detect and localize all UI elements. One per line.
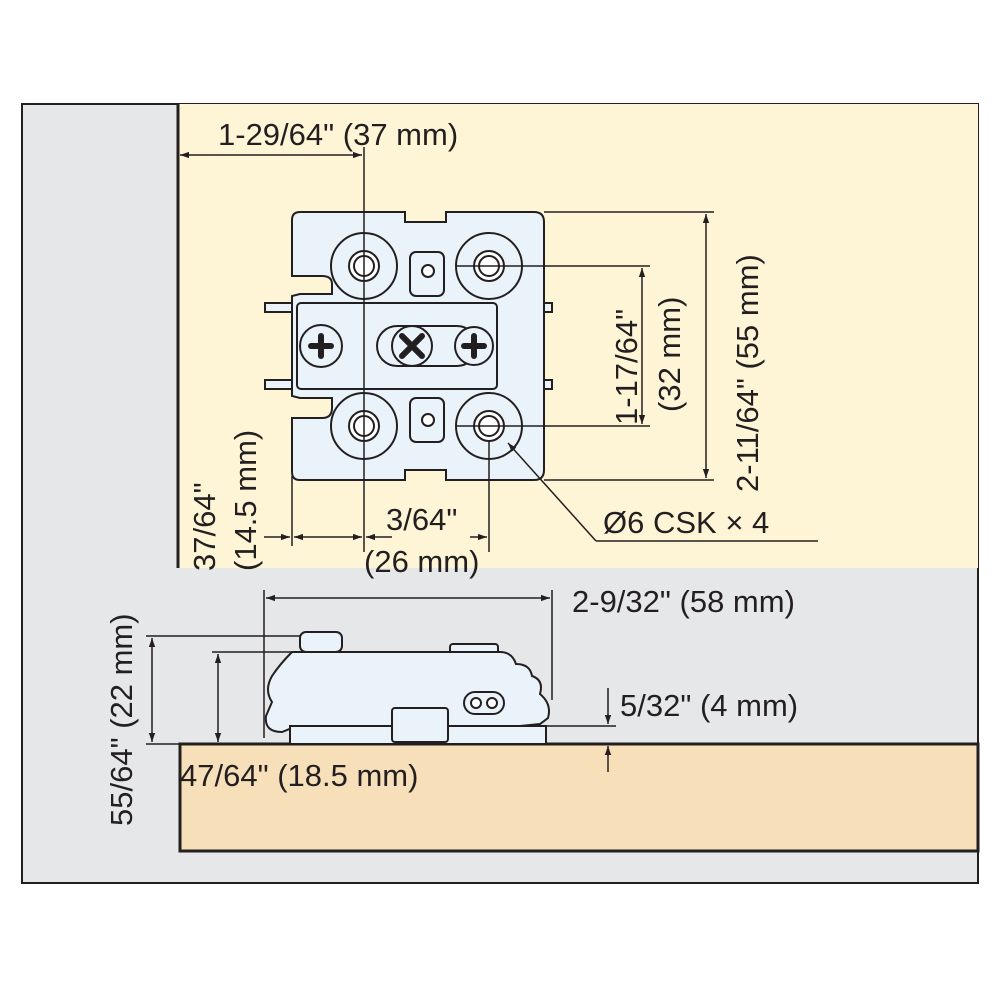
recess-label: 5/32" (4 mm): [620, 688, 798, 723]
hole-spacing-vertical-mm-label: (32 mm): [652, 297, 687, 412]
hole-spec-label: Ø6 CSK × 4: [603, 505, 769, 540]
body-length-label: 2-9/32" (58 mm): [572, 584, 795, 619]
top-width-label: 1-29/64" (37 mm): [218, 117, 458, 152]
right-height-label: 2-11/64" (55 mm): [730, 254, 765, 492]
door-wood-panel: [178, 742, 980, 853]
left-offset-inch-label: 37/64": [187, 482, 222, 571]
hole-spacing-horizontal-inch-label: 3/64": [386, 502, 457, 537]
hinge-side-view: [264, 631, 550, 745]
screw-heads: [308, 333, 487, 359]
body-height-label: 55/64" (22 mm): [104, 613, 139, 826]
hole-spacing-vertical-inch-label: 1-17/64": [609, 309, 644, 425]
hinge-top-view: [264, 211, 553, 481]
hole-spacing-horizontal-mm-label: (26 mm): [364, 544, 479, 579]
dimension-lines: [146, 147, 818, 772]
left-offset-mm-label: (14.5 mm): [228, 430, 263, 571]
mount-height-label: 47/64" (18.5 mm): [180, 758, 418, 793]
